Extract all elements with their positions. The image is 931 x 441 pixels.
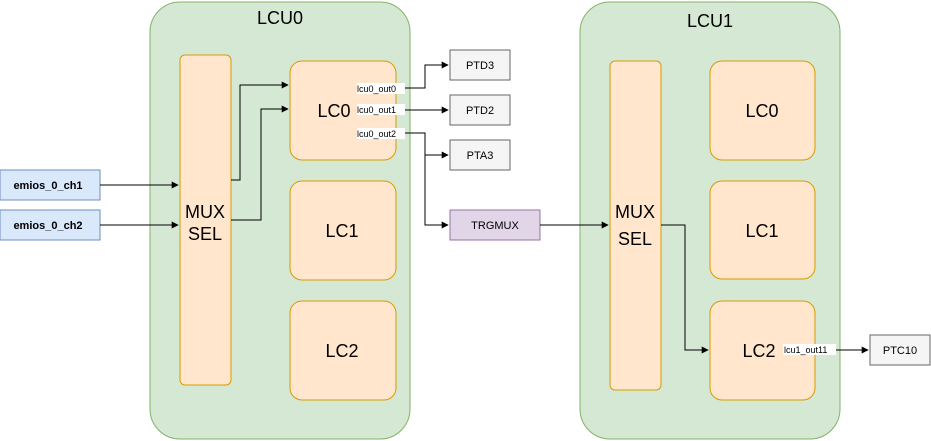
lcu0-lc1 [289,180,397,281]
lcu1-lc1-label: LC1 [745,221,778,241]
output-pta3-label: PTA3 [467,150,494,162]
lcu0-out1-label: lcu0_out1 [357,105,396,115]
wire-out0-to-ptd3 [405,61,449,89]
output-ptd2-label: PTD2 [466,105,494,117]
output-ptd3-label: PTD3 [466,60,494,72]
wire-mux1-to-lc2 [661,224,709,354]
lcu0-block: LCU0 MUX SEL LC0 LC1 LC2 lcu0_out0 lcu0_… [149,1,411,440]
lcu1-lc1 [709,180,816,280]
lcu1-lc0-label: LC0 [745,101,778,121]
wire-out2-to-pta3 [405,132,449,159]
output-ptd2 [449,94,511,126]
wire-out2-to-trgmux [424,155,449,229]
output-ptc10-label: PTC10 [883,345,917,357]
wires [100,61,869,354]
input-emios-ch1 [0,169,101,201]
lcu1-lc2-label: LC2 [742,341,775,361]
lcu1-sel-label: SEL [618,229,652,249]
lcu1-title: LCU1 [687,11,733,31]
output-ptc10 [869,334,931,366]
lcu0-out0-label: lcu0_out0 [357,84,396,94]
input-emios-ch2-label: emios_0_ch2 [13,220,82,232]
lcu0-sel-label: SEL [188,224,222,244]
wire-mux0-to-lc0-b [231,105,289,221]
lcu0-lc2-label: LC2 [325,341,358,361]
lcu0-out2-label: lcu0_out2 [357,129,396,139]
lcu0-lc2 [289,300,397,401]
lcu1-mux-label: MUX [615,202,655,222]
lcu0-title: LCU0 [257,8,303,28]
lcu1-block: LCU1 MUX SEL LC0 LC1 LC2 lcu1_out11 [579,1,841,440]
lcu1-out11-label: lcu1_out11 [784,345,827,355]
lcu1-lc0 [709,60,816,161]
lcu0-lc0-label: LC0 [317,101,350,121]
lcu0-lc1-label: LC1 [325,221,358,241]
wire-mux0-to-lc0-a [231,81,289,181]
lcu1-mux-sel [609,60,662,391]
output-ptd3 [449,49,511,81]
output-pta3 [449,139,511,171]
input-emios-ch2 [0,209,101,241]
trgmux-label: TRGMUX [471,220,519,232]
lcu0-mux-label: MUX [185,202,225,222]
input-emios-ch1-label: emios_0_ch1 [13,180,82,192]
trgmux-block [449,209,541,241]
